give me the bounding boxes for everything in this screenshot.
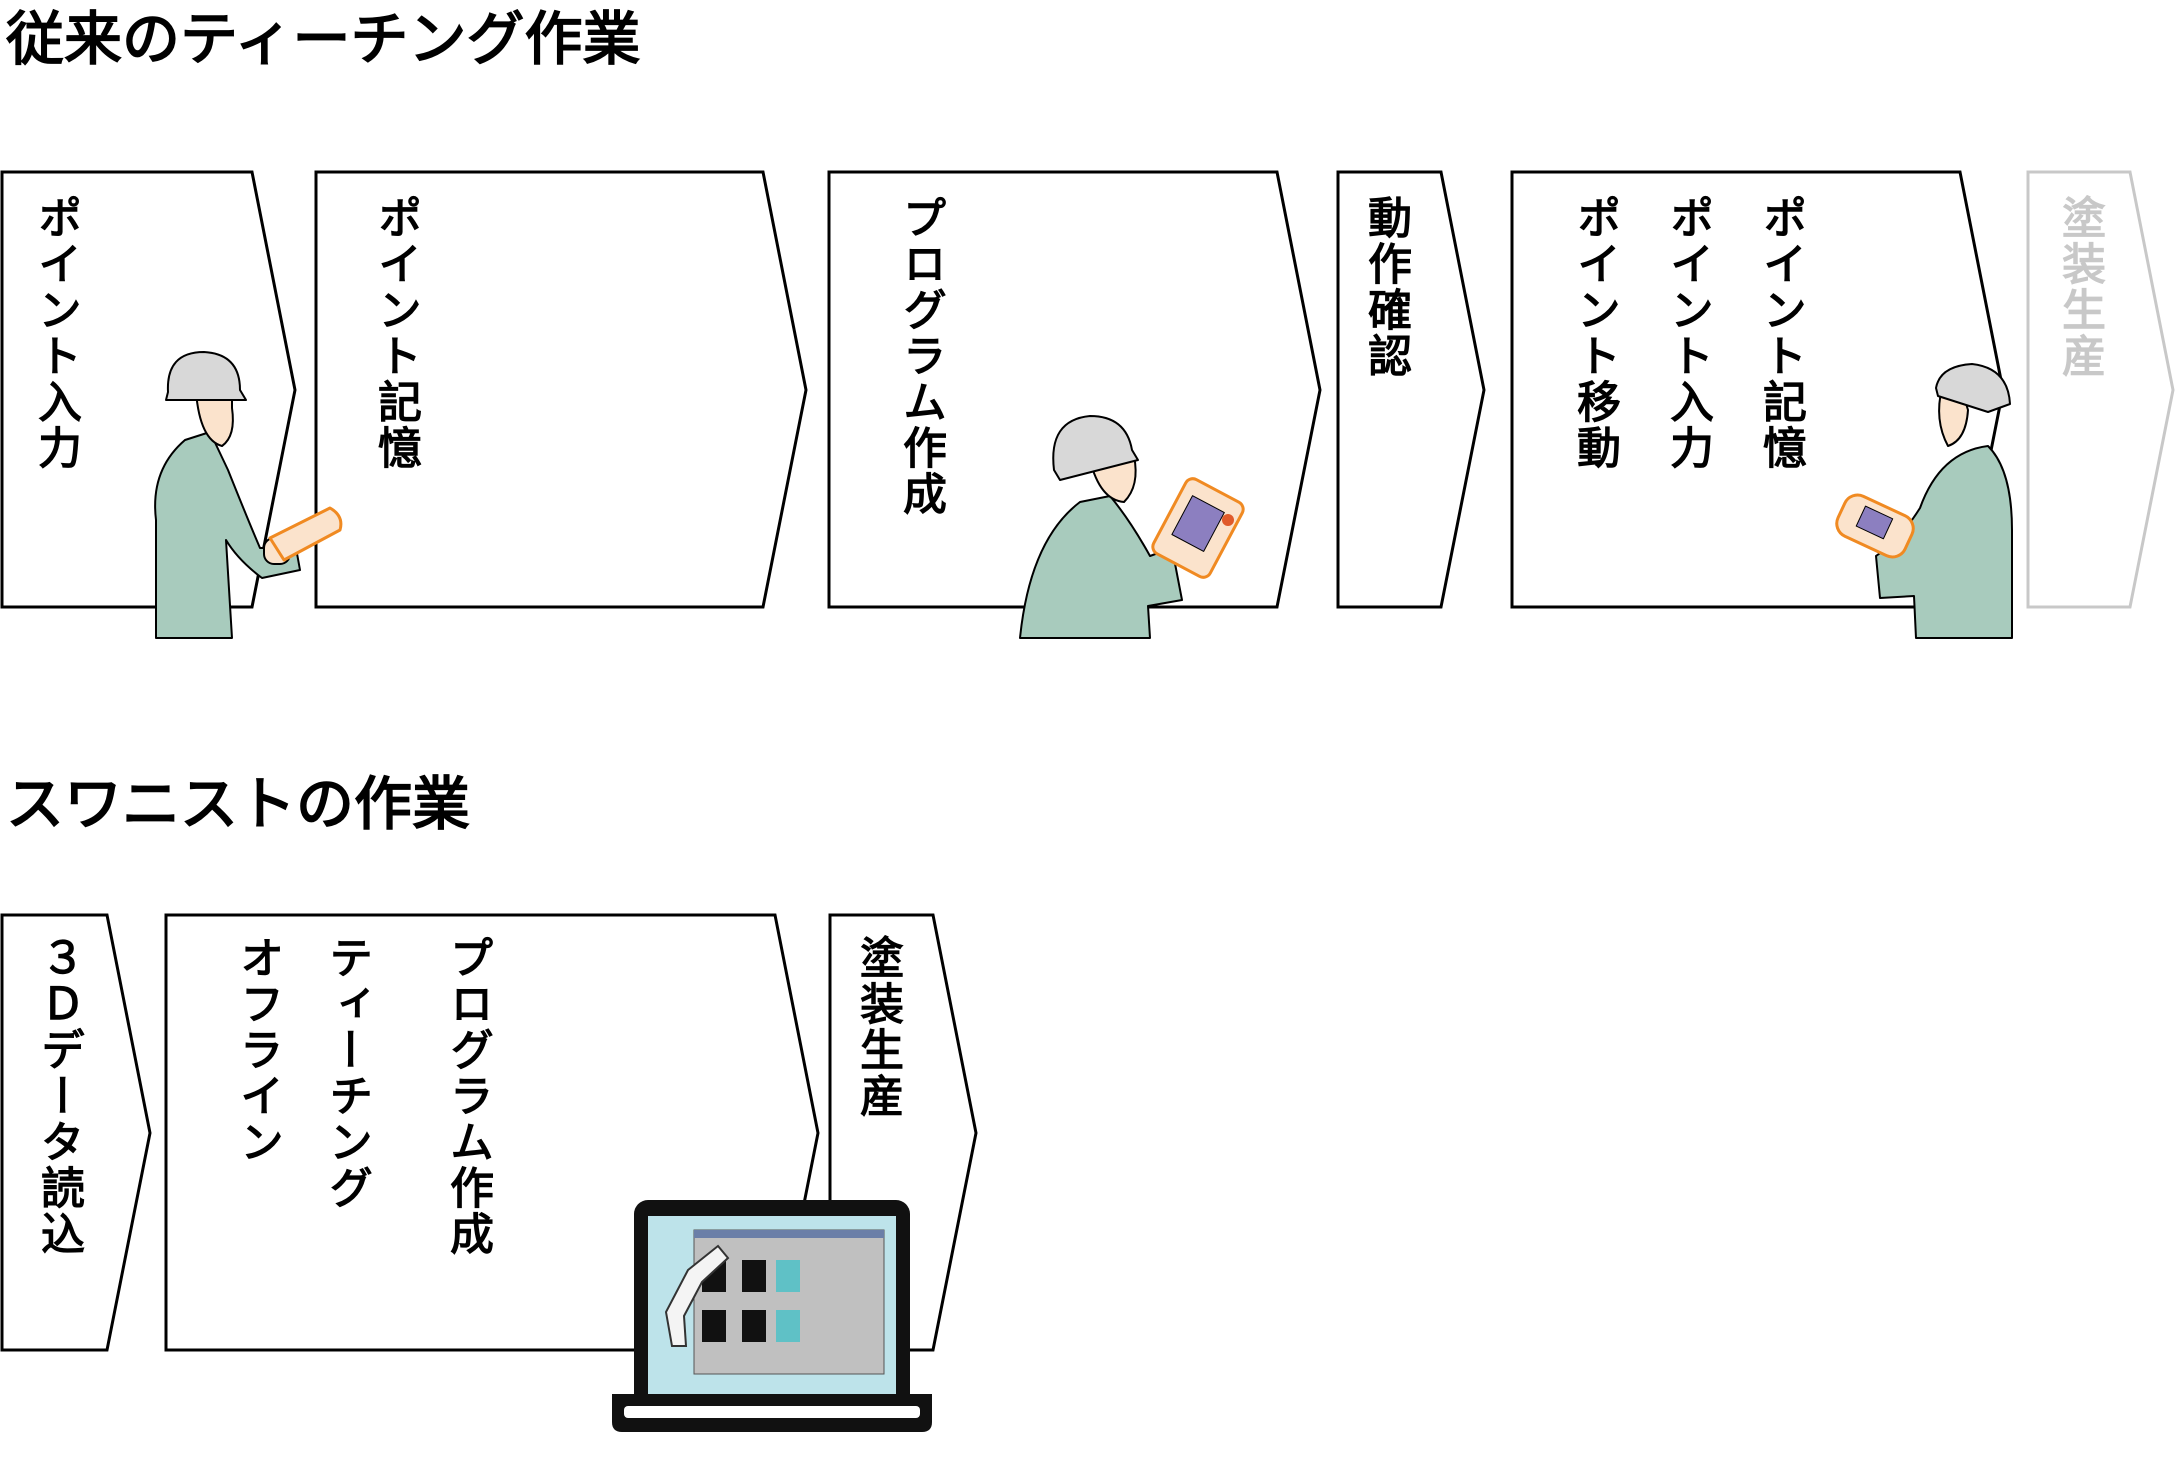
- step-arrow-operation-check: [1336, 170, 1486, 609]
- step-label-paint-production: 塗装生産: [852, 935, 903, 1119]
- laptop-base-inner: [624, 1406, 920, 1418]
- step-label-point-memory: ポイント記憶: [370, 195, 421, 471]
- step-arrow-paint-production-dimmed: [2026, 170, 2175, 609]
- worker-1-face: [195, 389, 234, 447]
- step-label-operation-check: 動作確認: [1360, 195, 1411, 379]
- step-label-point-move: ポイント移動: [1569, 195, 1620, 471]
- teach-pendant-screen-3: [1855, 505, 1894, 540]
- worker-1-helmet: [165, 351, 247, 401]
- step-label-offline: オフライン: [232, 935, 283, 1165]
- step-arrow-3d-data-load: [0, 913, 152, 1352]
- teach-pendant-button-2: [1222, 514, 1234, 526]
- worker-illustration-3: [1835, 363, 2013, 639]
- worker-2-helmet: [1052, 415, 1139, 481]
- step-label-point-memory-2: ポイント記憶: [1755, 195, 1806, 471]
- step-label-paint-production-dimmed: 塗装生産: [2054, 195, 2105, 379]
- robot-arm-icon: [664, 1244, 730, 1347]
- conventional-row: [0, 170, 2175, 609]
- step-label-program-create-swanist: プログラム作成: [442, 935, 493, 1257]
- step-label-program-create: プログラム作成: [895, 195, 946, 517]
- conventional-heading: 従来のティーチング作業: [6, 5, 641, 73]
- worker-illustration-1: [154, 351, 343, 639]
- software-panel-3: [776, 1260, 800, 1292]
- software-panel-5: [742, 1310, 766, 1342]
- teach-pendant-screen-2: [1171, 495, 1225, 552]
- teach-pendant-icon-1: [268, 506, 343, 562]
- step-label-point-input-2: ポイント入力: [1662, 195, 1713, 471]
- worker-3-helmet: [1935, 363, 2011, 413]
- software-panel-4: [702, 1310, 726, 1342]
- worker-illustration-2: [1019, 415, 1245, 639]
- software-titlebar: [694, 1230, 884, 1238]
- step-label-3d-data-load: ３Ｄデータ読込: [33, 935, 84, 1257]
- software-panel-6: [776, 1310, 800, 1342]
- step-label-teaching: ティーチング: [321, 935, 372, 1211]
- worker-1-body: [154, 431, 301, 639]
- step-label-point-input: ポイント入力: [30, 195, 81, 471]
- software-panel-2: [742, 1260, 766, 1292]
- laptop-illustration: [612, 1200, 932, 1432]
- swanist-heading: スワニストの作業: [6, 770, 471, 838]
